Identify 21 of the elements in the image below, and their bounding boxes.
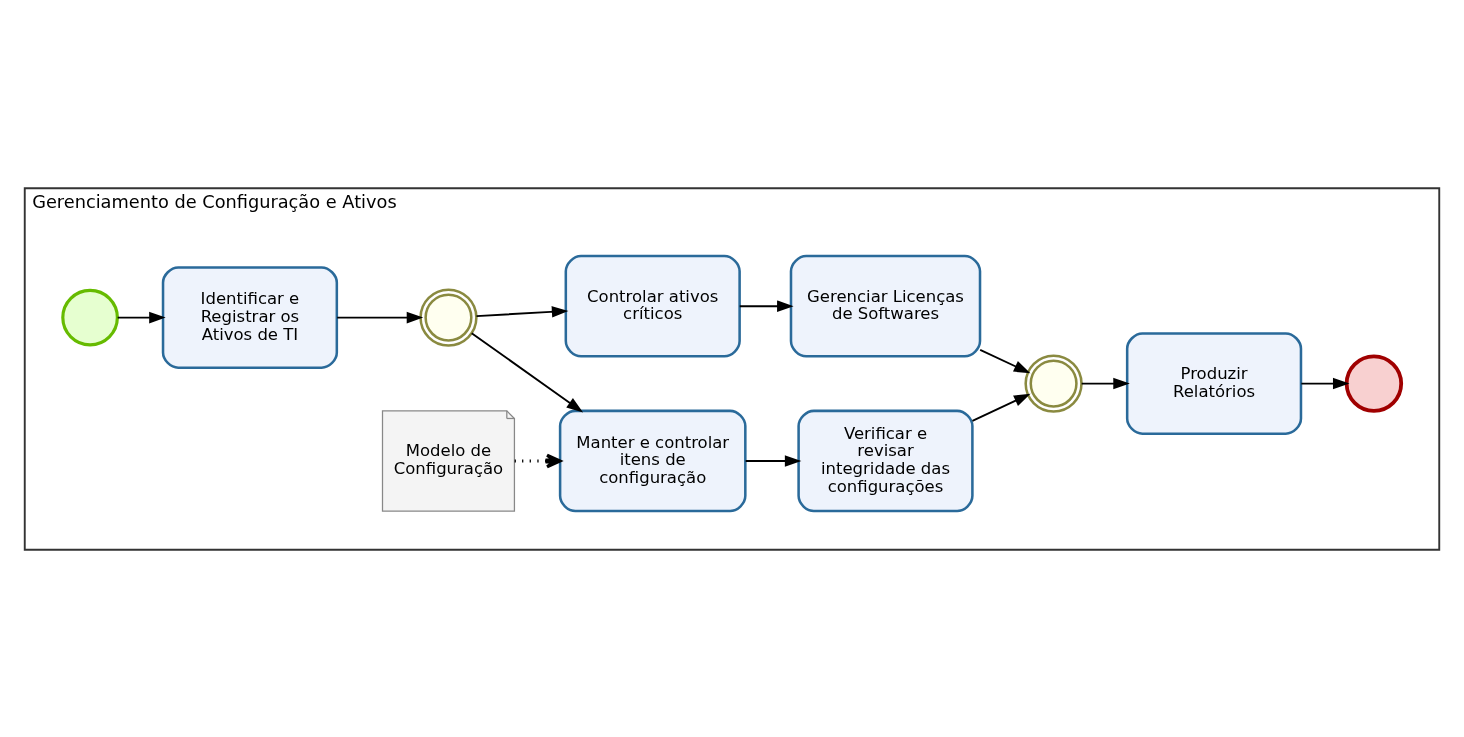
arrow <box>738 299 794 312</box>
arrow <box>1300 377 1350 389</box>
node-box: Verificar e revisar integridade das configurações <box>797 409 974 512</box>
arrow <box>514 453 562 468</box>
node-box: Manter e controlar itens de configuração <box>558 409 747 512</box>
arrow <box>744 454 802 467</box>
arrow <box>1080 377 1130 389</box>
arrow <box>116 311 166 323</box>
node-box: Controlar ativos críticos <box>564 254 741 358</box>
arrow <box>336 311 424 323</box>
arrow <box>979 348 1031 373</box>
node-circle <box>419 287 478 347</box>
node-box: Gerenciar Licenças de Softwares <box>789 254 982 358</box>
node-circle <box>61 288 119 346</box>
node-circle <box>1024 353 1083 413</box>
arrow <box>971 393 1031 422</box>
node-box: Produzir Relatórios <box>1125 331 1303 435</box>
arrow <box>470 331 584 412</box>
arrow <box>475 305 569 318</box>
node-box: Identificar e Registrar os Ativos de TI <box>161 265 339 369</box>
node-circle <box>1344 353 1404 413</box>
